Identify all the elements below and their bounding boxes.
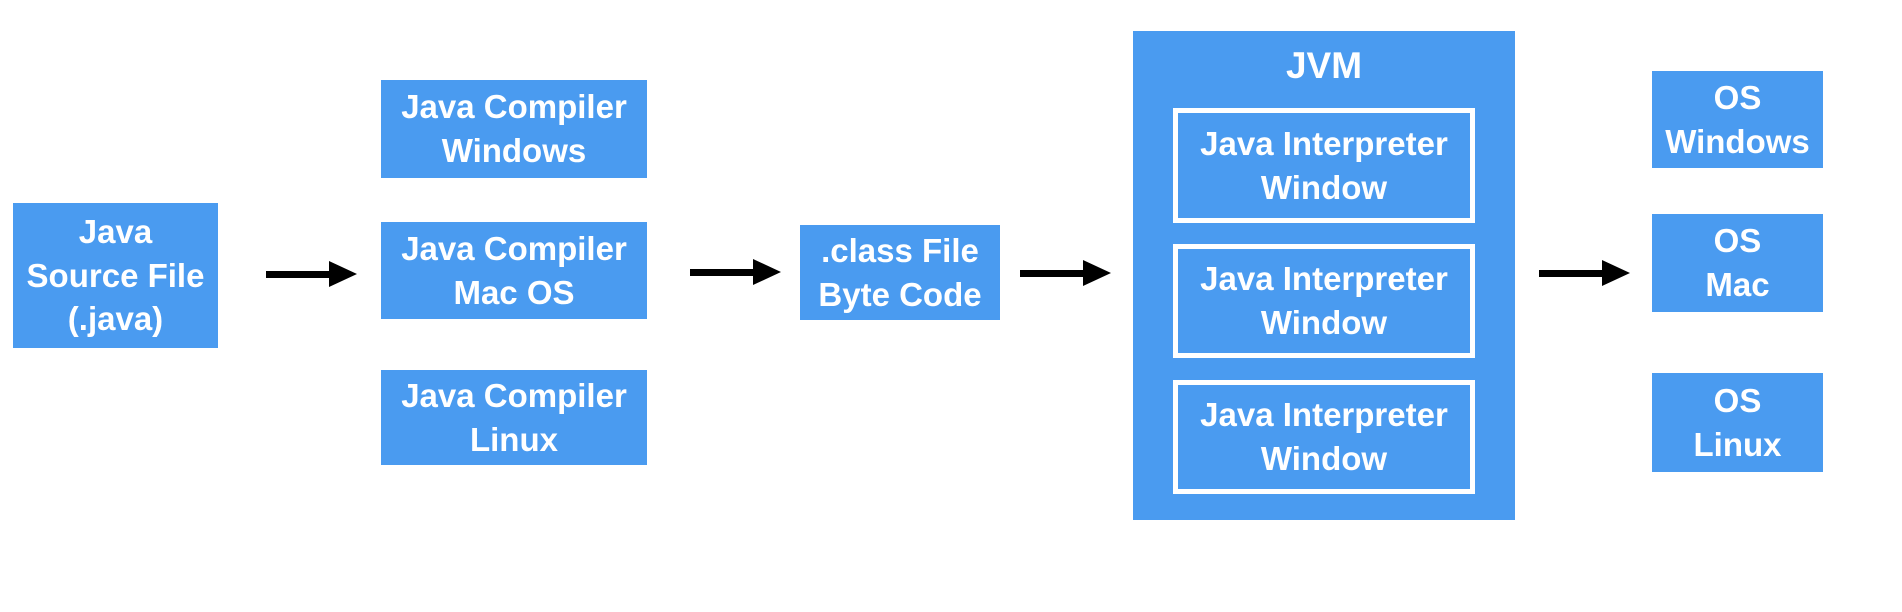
jvm-title: JVM [1285, 45, 1363, 86]
arrow-right-compiler-to-classfile-icon [690, 259, 781, 285]
arrow-head [1602, 260, 1630, 286]
java-interpreter-window-box-3: Java Interpreter Window [1173, 380, 1475, 494]
java-source-file-box: Java Source File (.java) [13, 203, 218, 348]
java-compiler-windows-box: Java Compiler Windows [381, 80, 647, 178]
arrow-shaft [1020, 269, 1083, 277]
arrow-right-source-to-compiler-icon [266, 261, 357, 287]
java-interpreter-window-box-1: Java Interpreter Window [1173, 108, 1475, 223]
java-interpreter-window-box-2: Java Interpreter Window [1173, 244, 1475, 358]
arrow-shaft [1539, 269, 1602, 277]
java-compiler-macos-box: Java Compiler Mac OS [381, 222, 647, 319]
jvm-container-box: JVM Java Interpreter Window Java Interpr… [1133, 31, 1515, 520]
arrow-right-classfile-to-jvm-icon [1020, 260, 1111, 286]
arrow-head [753, 259, 781, 285]
os-linux-box: OS Linux [1652, 373, 1823, 472]
os-mac-box: OS Mac [1652, 214, 1823, 312]
java-compiler-linux-box: Java Compiler Linux [381, 370, 647, 465]
arrow-shaft [690, 268, 753, 276]
class-file-byte-code-box: .class File Byte Code [800, 225, 1000, 320]
arrow-shaft [266, 270, 329, 278]
os-windows-box: OS Windows [1652, 71, 1823, 168]
arrow-head [1083, 260, 1111, 286]
arrow-right-jvm-to-os-icon [1539, 260, 1630, 286]
arrow-head [329, 261, 357, 287]
